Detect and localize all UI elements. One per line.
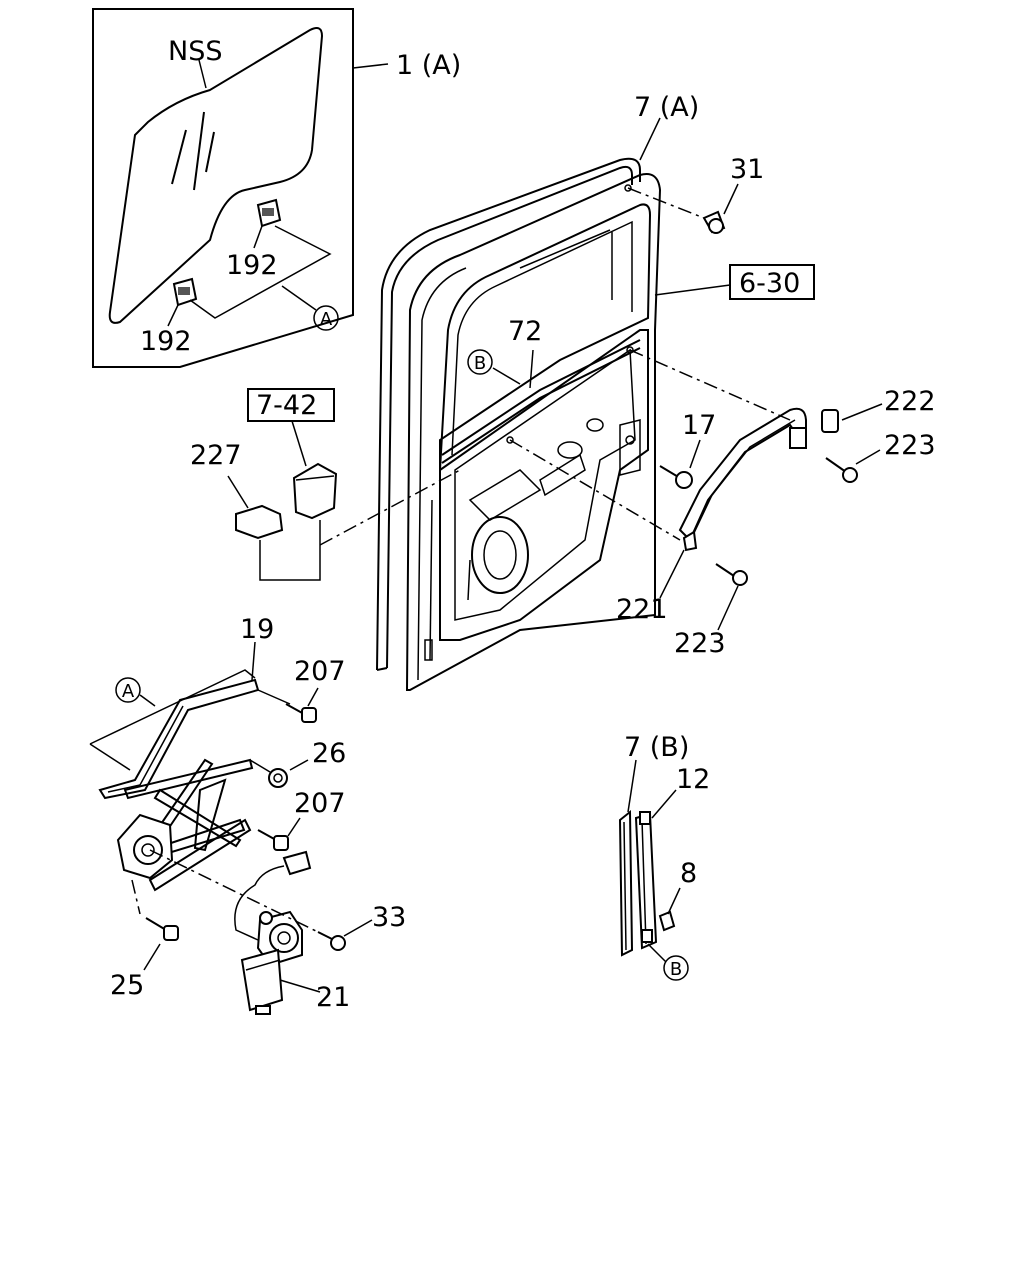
svg-text:B: B: [670, 959, 682, 980]
labels: NSS 1 (A) 192 192 A 7 (A) 31 6-30 72 B 7…: [110, 36, 936, 1013]
label-192-lower: 192: [140, 326, 192, 357]
label-31: 31: [730, 154, 764, 185]
glass-assembly-box: [92, 8, 389, 368]
label-nss: NSS: [168, 36, 222, 67]
label-8: 8: [680, 858, 697, 889]
label-72: 72: [508, 316, 542, 347]
screw-223-upper: [825, 457, 858, 483]
svg-text:A: A: [122, 681, 135, 702]
clip-31: [702, 210, 726, 234]
label-192-upper: 192: [226, 250, 278, 281]
glass-clip-upper: [256, 198, 282, 228]
label-1a: 1 (A): [396, 50, 461, 81]
handle-parts: [227, 388, 461, 581]
label-7b: 7 (B): [624, 732, 689, 763]
label-223-lower: 223: [674, 628, 726, 659]
glass-clip-lower: [172, 277, 198, 307]
nut-26: [268, 768, 288, 788]
bolt-207-upper: [285, 703, 317, 723]
callout-a-bottom: A: [115, 677, 141, 703]
bolt-207-lower: [257, 829, 289, 851]
svg-text:B: B: [474, 353, 486, 374]
label-207-lower: 207: [294, 788, 346, 819]
label-7a: 7 (A): [634, 92, 699, 123]
label-12: 12: [676, 764, 710, 795]
label-25: 25: [110, 970, 144, 1001]
callout-b-top: B: [467, 349, 493, 375]
clip-8: [658, 910, 676, 932]
screw-223-lower: [715, 563, 748, 586]
label-227: 227: [190, 440, 242, 471]
label-222: 222: [884, 386, 936, 417]
bolt-25: [145, 917, 179, 941]
label-207-upper: 207: [294, 656, 346, 687]
callout-b-bottom: B: [663, 955, 689, 981]
rear-garnish: [506, 346, 883, 631]
label-221: 221: [616, 594, 668, 625]
label-7-42: 7-42: [256, 390, 317, 421]
svg-text:A: A: [320, 309, 333, 330]
ref-6-30: 6-30: [729, 264, 815, 300]
screw-33: [317, 931, 346, 951]
svg-text:6-30: 6-30: [739, 268, 800, 299]
bolt-17: [659, 465, 693, 489]
motor-21: [240, 910, 303, 1015]
run-channel: [618, 759, 681, 963]
callout-a-top: A: [313, 305, 339, 331]
label-33: 33: [372, 902, 406, 933]
door-assembly: [376, 117, 739, 691]
label-21: 21: [316, 982, 350, 1013]
label-17: 17: [682, 410, 716, 441]
label-223-upper: 223: [884, 430, 936, 461]
cap-222: [821, 409, 839, 433]
label-19: 19: [240, 614, 274, 645]
window-regulator: [89, 641, 373, 1015]
label-26: 26: [312, 738, 346, 769]
